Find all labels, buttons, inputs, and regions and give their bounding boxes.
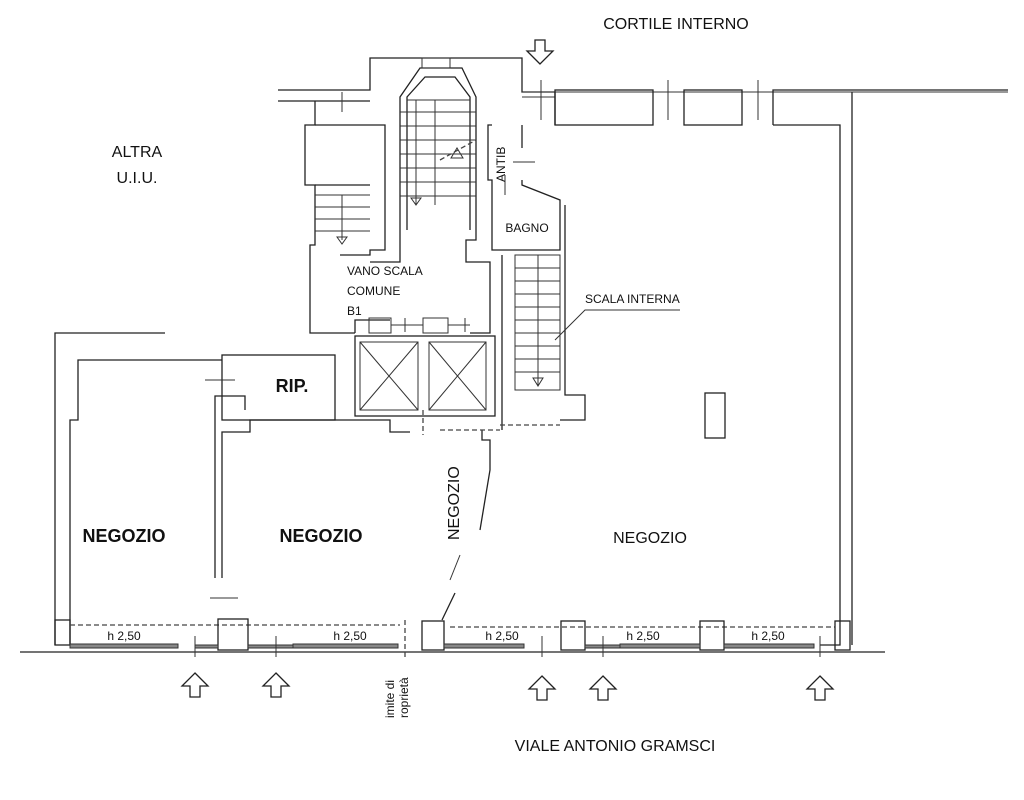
courtyard-label: CORTILE INTERNO: [603, 16, 749, 33]
other-unit-label: U.I.U.: [117, 170, 158, 187]
antechamber-label: ANTIB: [494, 147, 508, 182]
courtyard-wall: [278, 57, 1008, 126]
height-label: h 2,50: [333, 629, 367, 643]
shop-label: NEGOZIO: [279, 526, 362, 546]
stair-left: [315, 194, 370, 245]
stairwell-label: VANO SCALA: [347, 264, 423, 278]
height-label: h 2,50: [107, 629, 141, 643]
entrance-arrow-icon: [262, 672, 290, 698]
courtyard-entrance-arrow-icon: [526, 39, 554, 65]
left-shops: [54, 332, 500, 645]
bathroom-label: BAGNO: [505, 221, 548, 235]
internal-stair-label: SCALA INTERNA: [585, 292, 680, 306]
stairwell-label: B1: [347, 304, 362, 318]
property-limit-label: roprietà: [397, 677, 411, 718]
bathroom-block: [487, 124, 561, 251]
shop-label: NEGOZIO: [82, 526, 165, 546]
stairwell-room: [354, 250, 491, 334]
entrance-arrow-icon: [528, 675, 556, 701]
shop-label: NEGOZIO: [446, 466, 463, 540]
service-block: [304, 101, 386, 334]
height-label: h 2,50: [626, 629, 660, 643]
shop-label: NEGOZIO: [613, 530, 687, 547]
entrance-arrow-icon: [181, 672, 209, 698]
entrance-arrow-icon: [806, 675, 834, 701]
elevator-shafts: [354, 335, 496, 435]
pillar: [704, 392, 726, 439]
street-label: VIALE ANTONIO GRAMSCI: [515, 738, 716, 755]
storefront: [54, 618, 851, 660]
property-limit-label: imite di: [383, 680, 397, 718]
height-label: h 2,50: [485, 629, 519, 643]
common-stair: [399, 57, 477, 255]
height-label: h 2,50: [751, 629, 785, 643]
internal-stair: [500, 205, 680, 430]
entrance-arrow-icon: [589, 675, 617, 701]
storage-label: RIP.: [276, 376, 309, 396]
stairwell-label: COMUNE: [347, 284, 400, 298]
other-unit-label: ALTRA: [112, 144, 163, 161]
right-wall: [773, 92, 853, 646]
